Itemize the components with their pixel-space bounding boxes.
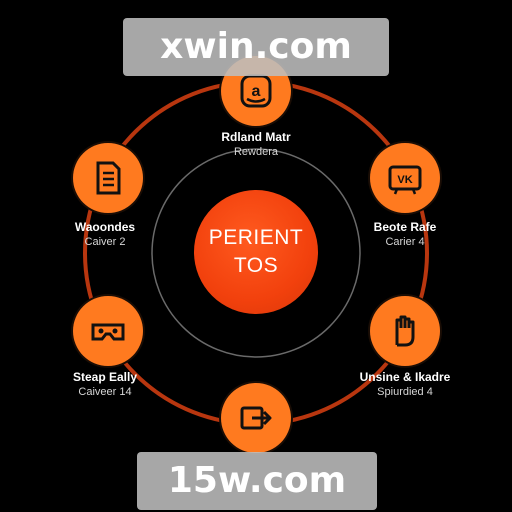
- node-subtitle: Caiveer 14: [78, 386, 132, 398]
- share-arrow-icon: [240, 406, 272, 430]
- node-right-top[interactable]: VK: [370, 143, 440, 213]
- center-line-2: TOS: [233, 254, 279, 277]
- node-bottom[interactable]: [221, 383, 291, 453]
- node-subtitle: Spiurdied 4: [377, 386, 433, 398]
- document-icon: [96, 161, 121, 195]
- vr-headset-icon: [91, 323, 125, 341]
- svg-text:VK: VK: [397, 174, 412, 186]
- node-left-bottom[interactable]: [73, 296, 143, 366]
- inner-ring: [151, 148, 361, 358]
- center-line-1: PERIENT: [208, 226, 304, 249]
- node-title: Steap Eally: [72, 370, 138, 384]
- node-title: Rdland Matr: [221, 130, 291, 144]
- node-title: Waoondes: [74, 220, 136, 234]
- watermark-top: xwin.com: [123, 18, 389, 76]
- label-right-top: Beote Rafe Carier 4: [340, 220, 470, 250]
- label-left-bottom: Steap Eally Caiveer 14: [40, 370, 170, 400]
- node-left-top[interactable]: [73, 143, 143, 213]
- vk-tv-icon: VK: [388, 165, 422, 195]
- label-left-top: Waoondes Caiver 2: [40, 220, 170, 250]
- node-subtitle: Caiver 2: [84, 236, 126, 248]
- amazon-logo-icon: a: [240, 74, 272, 108]
- node-title: Beote Rafe: [373, 220, 437, 234]
- label-top: Rdland Matr Rewdera: [196, 130, 316, 160]
- node-subtitle: Carier 4: [385, 236, 425, 248]
- center-hub: PERIENT TOS: [194, 190, 318, 314]
- svg-text:a: a: [252, 83, 261, 100]
- node-subtitle: Rewdera: [233, 146, 279, 158]
- hand-icon: [395, 315, 415, 347]
- node-title: Unsine & Ikadre: [359, 370, 451, 384]
- node-right-bottom[interactable]: [370, 296, 440, 366]
- watermark-bottom: 15w.com: [137, 452, 377, 510]
- label-right-bottom: Unsine & Ikadre Spiurdied 4: [335, 370, 475, 400]
